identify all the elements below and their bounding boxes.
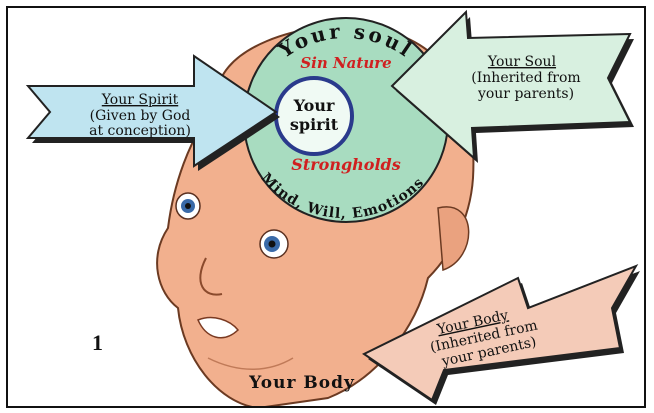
spirit-circle: Your spirit	[276, 78, 352, 154]
spirit-arrow-line2: (Given by God	[90, 108, 191, 124]
sin-nature-label: Sin Nature	[300, 54, 391, 72]
body-caption: Your Body	[248, 373, 355, 393]
soul-arrow-line2: (Inherited from	[471, 70, 580, 86]
strongholds-label: Strongholds	[291, 155, 400, 174]
soul-arrow-title: Your Soul	[487, 54, 557, 70]
figure-number: 1	[92, 330, 103, 356]
ear-shape	[438, 207, 469, 270]
diagram-frame: Your soul Mind, Will, Emotions Sin Natur…	[6, 6, 646, 408]
spirit-arrow-title: Your Spirit	[101, 92, 179, 108]
spirit-circle-line1: Your	[293, 96, 335, 115]
soul-arrow-line3: your parents)	[477, 86, 574, 102]
spirit-arrow-line3: at conception)	[89, 123, 191, 139]
head-diagram: Your soul Mind, Will, Emotions Sin Natur…	[8, 8, 646, 408]
spirit-circle-line2: spirit	[290, 115, 339, 134]
